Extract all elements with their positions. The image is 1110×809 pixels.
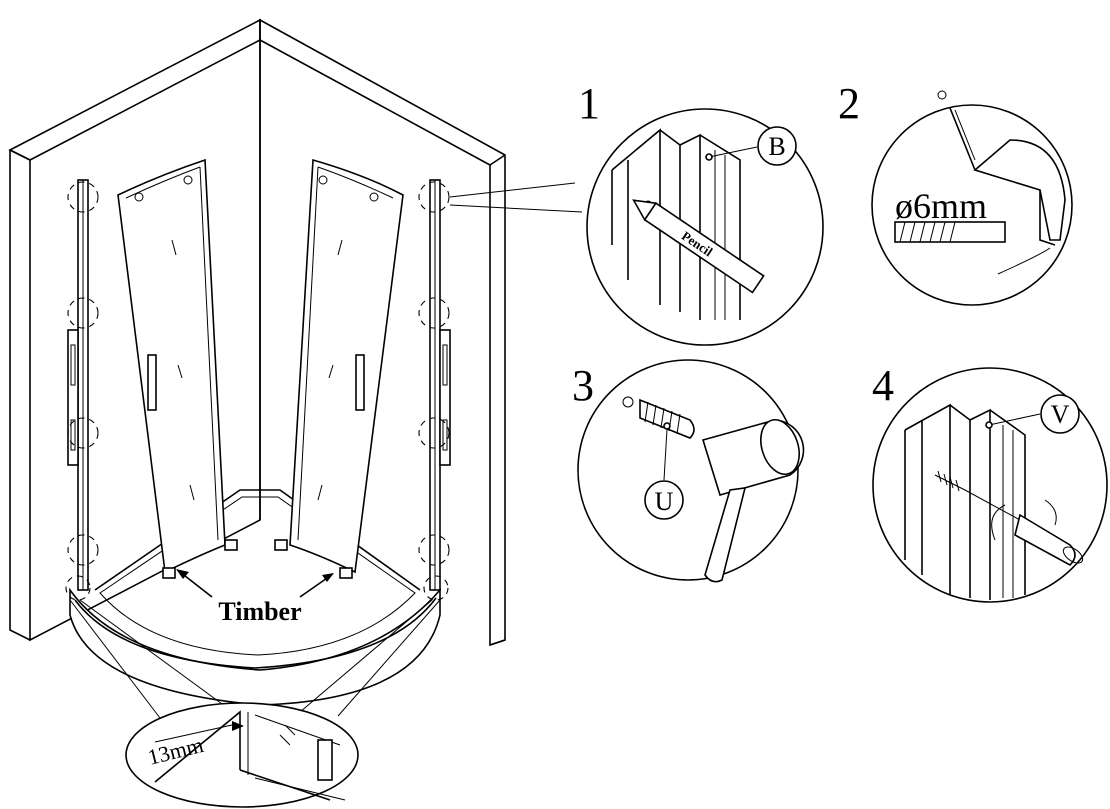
step-1-part-label: B xyxy=(768,132,785,161)
step-4-detail: 4 V xyxy=(872,361,1108,603)
right-wall-profile xyxy=(429,179,451,591)
detail-leaders xyxy=(69,599,441,719)
timber-callout: Timber xyxy=(176,569,334,626)
step-3-detail: 3 U xyxy=(572,359,805,583)
step-1-detail: 1 Pencil B xyxy=(578,79,824,346)
gap-detail: 13mm xyxy=(125,702,359,808)
step-4-part-label: V xyxy=(1051,400,1070,429)
timber-label: Timber xyxy=(218,597,301,626)
step-1-number: 1 xyxy=(578,79,600,128)
drill-size-label: ø6mm xyxy=(895,186,987,226)
step1-leader xyxy=(449,182,583,213)
step-3-number: 3 xyxy=(572,361,594,410)
step-2-number: 2 xyxy=(838,79,860,128)
step-3-part-label: U xyxy=(655,487,674,516)
step-4-number: 4 xyxy=(872,361,894,410)
step-2-detail: 2 ø6mm xyxy=(838,79,1073,306)
left-glass-door xyxy=(117,158,238,579)
right-glass-door xyxy=(274,158,404,579)
fixing-point-markers xyxy=(65,181,450,601)
left-wall-profile xyxy=(67,179,89,591)
